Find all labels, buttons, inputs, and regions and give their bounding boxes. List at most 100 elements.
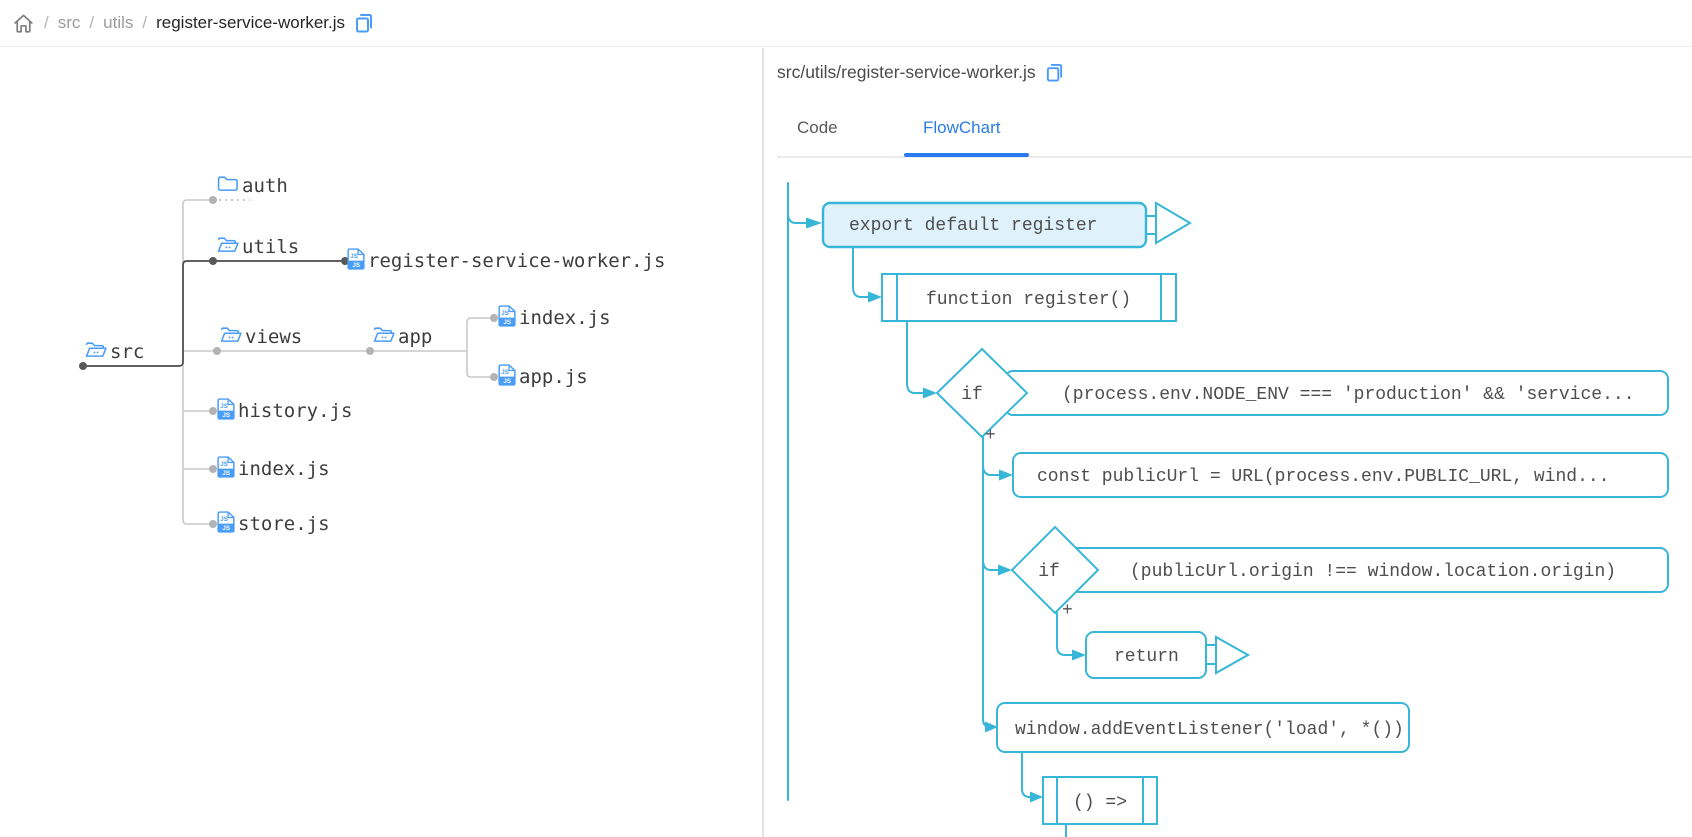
tree-node-register-service-worker[interactable]: JS JS register-service-worker.js [347,247,666,275]
arrowhead-icon [999,469,1013,481]
svg-text:JS: JS [220,461,228,468]
copy-icon[interactable] [1045,62,1064,83]
tree-node-label: index.js [519,307,611,329]
branch-plus-label: + [985,426,996,446]
flow-node-if-condition-2[interactable]: (publicUrl.origin !== window.location.or… [1010,525,1669,615]
svg-text:JS: JS [503,319,511,326]
svg-text:JS: JS [350,253,358,260]
breadcrumb-utils[interactable]: utils [103,13,134,32]
breadcrumb-separator: / [89,13,95,32]
flow-edge [982,436,991,728]
js-file-icon: JS JS [498,363,516,391]
breadcrumb-separator: / [44,13,49,32]
svg-text:JS: JS [503,378,511,385]
active-tab-indicator [904,153,1029,157]
svg-text:return: return [1114,647,1179,667]
folder-open-icon [217,235,239,259]
svg-text:JS: JS [220,516,228,523]
flow-edge [787,212,807,224]
tree-node-index-js[interactable]: JS JS index.js [217,455,330,483]
flow-node-arrow-function[interactable]: () => [1042,776,1158,825]
flow-node-return[interactable]: return [1085,631,1251,679]
tree-node-app[interactable]: app [373,324,432,350]
panel-divider [762,48,764,837]
arrowhead-icon [806,217,822,229]
export-pointer-icon [1155,201,1192,245]
flow-edge [1021,751,1031,798]
tree-node-src[interactable]: src [85,339,144,365]
flow-node-const-publicurl[interactable]: const publicUrl = URL(process.env.PUBLIC… [1012,452,1669,498]
svg-text:JS: JS [222,412,230,419]
if-diamond [1010,525,1100,615]
tree-node-label: history.js [238,400,353,422]
tab-code[interactable]: Code [797,118,838,137]
arrowhead-icon [998,564,1012,576]
flow-edge [906,320,924,394]
flowchart-canvas: export default register function registe… [787,182,1669,837]
copy-icon[interactable] [354,12,374,34]
js-file-icon: JS JS [217,397,235,425]
tree-node-views[interactable]: views [220,324,302,350]
folder-open-icon [220,325,242,349]
svg-text:JS: JS [352,262,360,269]
js-file-icon: JS JS [347,247,365,275]
folder-open-icon [373,325,395,349]
tab-bar-border [777,156,1692,158]
svg-text:JS: JS [222,470,230,477]
svg-text:() =>: () => [1073,793,1127,813]
breadcrumb-separator: / [142,13,148,32]
file-path-text: src/utils/register-service-worker.js [777,62,1036,82]
file-tree-canvas [79,196,498,528]
tree-node-auth[interactable]: auth [217,173,288,199]
svg-text:window.addEventListener('load': window.addEventListener('load', *()) [1015,720,1404,740]
svg-text:JS: JS [501,369,509,376]
home-icon[interactable] [12,12,35,35]
folder-open-icon [85,340,107,364]
svg-text:JS: JS [220,403,228,410]
tree-node-app-app-js[interactable]: JS JS app.js [498,363,588,391]
tree-node-utils[interactable]: utils [217,234,299,260]
tree-node-dots [209,196,498,528]
tree-node-label: src [110,341,145,363]
svg-text:if: if [1038,562,1060,582]
svg-text:if: if [961,385,983,405]
tree-node-label: utils [242,236,300,258]
js-file-icon: JS JS [498,304,516,332]
svg-text:(publicUrl.origin !== window.l: (publicUrl.origin !== window.location.or… [1130,562,1616,582]
tree-node-label: register-service-worker.js [368,250,666,272]
arrowhead-icon [868,291,882,303]
tree-node-dots-highlighted [79,257,349,370]
folder-icon [217,174,239,198]
flow-edge [852,246,869,298]
svg-text:(process.env.NODE_ENV === 'pro: (process.env.NODE_ENV === 'production' &… [1062,385,1635,405]
flow-node-add-event-listener[interactable]: window.addEventListener('load', *()) [996,702,1410,753]
tree-node-store-js[interactable]: JS JS store.js [217,510,330,538]
tree-node-app-index-js[interactable]: JS JS index.js [498,304,611,332]
flow-node-export-default-register[interactable]: export default register [821,201,1192,249]
svg-text:JS: JS [501,310,509,317]
arrowhead-icon [1072,649,1086,661]
svg-text:export default register: export default register [849,216,1097,236]
arrowhead-icon [1030,791,1043,803]
tree-node-history-js[interactable]: JS JS history.js [217,397,353,425]
flow-edge [982,464,1000,476]
tree-node-label: app [398,326,433,348]
arrowhead-icon [923,387,937,399]
flow-node-if-condition-1[interactable]: (process.env.NODE_ENV === 'production' &… [935,347,1669,439]
tree-node-label: views [245,326,303,348]
js-file-icon: JS JS [217,455,235,483]
flow-edge [1056,612,1073,656]
svg-text:JS: JS [222,525,230,532]
flow-node-function-register[interactable]: function register() [881,273,1177,322]
svg-text:const publicUrl = URL(process.: const publicUrl = URL(process.env.PUBLIC… [1037,467,1610,487]
tree-node-label: index.js [238,458,330,480]
branch-plus-label: + [1062,601,1073,621]
svg-text:function register(): function register() [926,290,1131,310]
file-path-title: src/utils/register-service-worker.js [777,62,1064,83]
breadcrumb-src[interactable]: src [57,13,81,32]
arrowhead-icon [985,721,998,733]
js-file-icon: JS JS [217,510,235,538]
tree-highlighted-path [83,260,345,367]
tab-flowchart[interactable]: FlowChart [923,118,1001,137]
tree-node-label: auth [242,175,288,197]
